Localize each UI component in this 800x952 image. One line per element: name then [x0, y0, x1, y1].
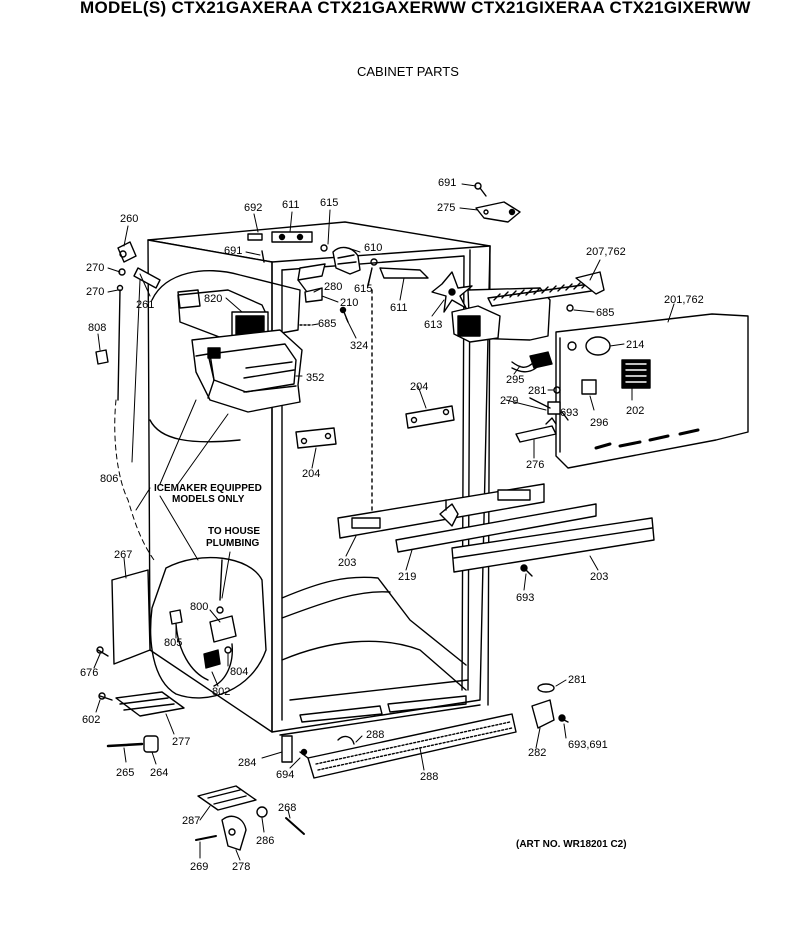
part-label: 805	[164, 637, 182, 649]
part-label: 286	[256, 835, 274, 847]
fan-motor-assembly	[452, 272, 604, 342]
part-label: 264	[150, 767, 168, 779]
part-label: 203	[338, 557, 356, 569]
part-labels: 691 275 692 611 615 260 691 610 207,762 …	[80, 177, 704, 873]
bottom-parts	[108, 684, 568, 850]
part-label: 692	[244, 202, 262, 214]
part-label: 268	[278, 802, 296, 814]
part-label: 693	[516, 592, 534, 604]
part-label: 279	[500, 395, 518, 407]
part-label: 613	[424, 319, 442, 331]
part-label: 611	[282, 199, 300, 211]
part-label: 201,762	[664, 294, 704, 306]
part-label: 214	[626, 339, 644, 351]
part-label: 802	[212, 686, 230, 698]
part-label: 270	[86, 286, 104, 298]
art-number: (ART NO. WR18201 C2)	[516, 839, 627, 850]
part-label: 207,762	[586, 246, 626, 258]
model-list-heading: MODEL(S) CTX21GAXERAA CTX21GAXERWW CTX21…	[80, 0, 751, 17]
part-label: 280	[324, 281, 342, 293]
part-label: 265	[116, 767, 134, 779]
part-label: 275	[437, 202, 455, 214]
part-label: 676	[80, 667, 98, 679]
part-label: 270	[86, 262, 104, 274]
part-label: 277	[172, 736, 190, 748]
part-label: 800	[190, 601, 208, 613]
part-label: 296	[590, 417, 608, 429]
water-valve-area	[97, 558, 266, 716]
part-label: 352	[306, 372, 324, 384]
part-label: 691	[438, 177, 456, 189]
top-parts	[96, 183, 520, 400]
plumbing-note-line1: TO HOUSE	[208, 526, 260, 537]
part-label: 685	[596, 307, 614, 319]
part-label: 611	[390, 302, 408, 314]
part-label: 324	[350, 340, 368, 352]
part-label: 820	[204, 293, 222, 305]
part-label: 276	[526, 459, 544, 471]
part-label: 267	[114, 549, 132, 561]
part-label: 693	[560, 407, 578, 419]
part-label: 281	[528, 385, 546, 397]
control-panel-201	[512, 314, 748, 468]
part-label: 691	[224, 245, 242, 257]
part-label: 602	[82, 714, 100, 726]
part-label: 202	[626, 405, 644, 417]
part-label: 804	[230, 666, 248, 678]
part-label: 615	[320, 197, 338, 209]
part-label: 284	[238, 757, 256, 769]
mullion-bars	[296, 406, 654, 576]
plumbing-note-line2: PLUMBING	[206, 538, 260, 549]
part-label: 287	[182, 815, 200, 827]
part-label: 278	[232, 861, 250, 873]
part-label: 203	[590, 571, 608, 583]
leader-lines	[94, 184, 674, 860]
part-label: 615	[354, 283, 372, 295]
part-label: 808	[88, 322, 106, 334]
part-label: 260	[120, 213, 138, 225]
part-label: 610	[364, 242, 382, 254]
part-label: 210	[340, 297, 358, 309]
part-label: 219	[398, 571, 416, 583]
icemaker-note-line2: MODELS ONLY	[172, 494, 245, 505]
part-label: 806	[100, 473, 118, 485]
part-label: 281	[568, 674, 586, 686]
part-label: 685	[318, 318, 336, 330]
icemaker-assembly	[178, 290, 302, 412]
part-label: 204	[410, 381, 428, 393]
part-label: 693,691	[568, 739, 608, 751]
section-title: CABINET PARTS	[357, 64, 459, 79]
part-label: 282	[528, 747, 546, 759]
part-label: 261	[136, 299, 154, 311]
icemaker-note-line1: ICEMAKER EQUIPPED	[154, 483, 262, 494]
part-label: 269	[190, 861, 208, 873]
part-label: 295	[506, 374, 524, 386]
part-label: 288	[366, 729, 384, 741]
part-label: 288	[420, 771, 438, 783]
part-label: 694	[276, 769, 294, 781]
part-label: 204	[302, 468, 320, 480]
